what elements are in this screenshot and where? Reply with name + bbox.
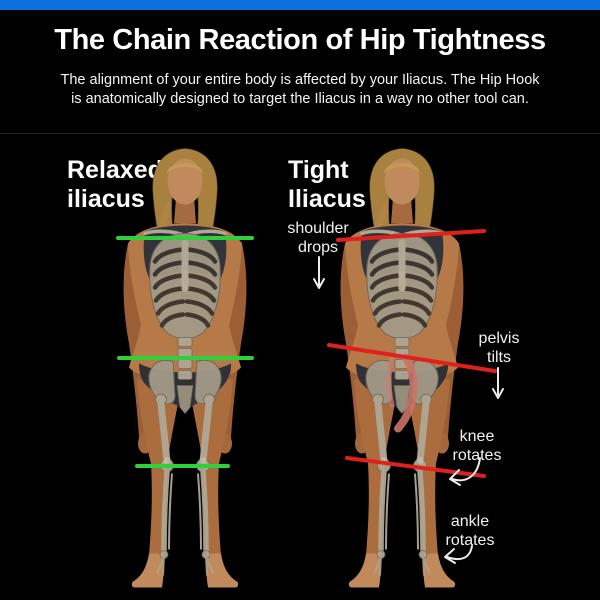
accent-bar-fill [0,0,600,10]
right-figure-heading: Tight Iliacus [288,156,366,214]
knee-rotates-label: knee rotates [417,428,537,465]
pelvis-down-arrow-icon [492,367,504,399]
knee-rotates-line2: rotates [452,446,502,464]
right-figure-heading-line2: Iliacus [288,185,366,213]
ankle-rotates-line2: rotates [445,531,495,549]
pelvis-tilts-line2: tilts [487,348,511,366]
page-subtitle: The alignment of your entire body is aff… [0,71,600,109]
subtitle-line-1: The alignment of your entire body is aff… [60,72,540,88]
right-figure-heading-line1: Tight [288,156,349,184]
page-title: The Chain Reaction of Hip Tightness [54,24,546,56]
header-divider [0,133,600,134]
pelvis-tilts-label: pelvis tilts [439,330,559,367]
relaxed-figure-illustration [105,147,265,588]
shoulder-drops-line2: drops [297,238,339,256]
left-figure-heading: Relaxed iliacus [67,156,163,214]
ankle-rotates-label: ankle rotates [410,513,530,550]
subtitle-line-2: is anatomically designed to target the I… [71,91,529,107]
left-figure-heading-line2: iliacus [67,185,145,213]
ankle-rotates-line1: ankle [450,513,490,530]
accent-bar [0,0,600,10]
shoulder-drops-line1: shoulder [287,220,349,237]
pelvis-tilts-line1: pelvis [478,330,520,347]
left-figure-heading-line1: Relaxed [67,156,163,184]
shoulder-drops-label: shoulder drops [258,220,378,257]
knee-rotates-line1: knee [459,428,495,445]
